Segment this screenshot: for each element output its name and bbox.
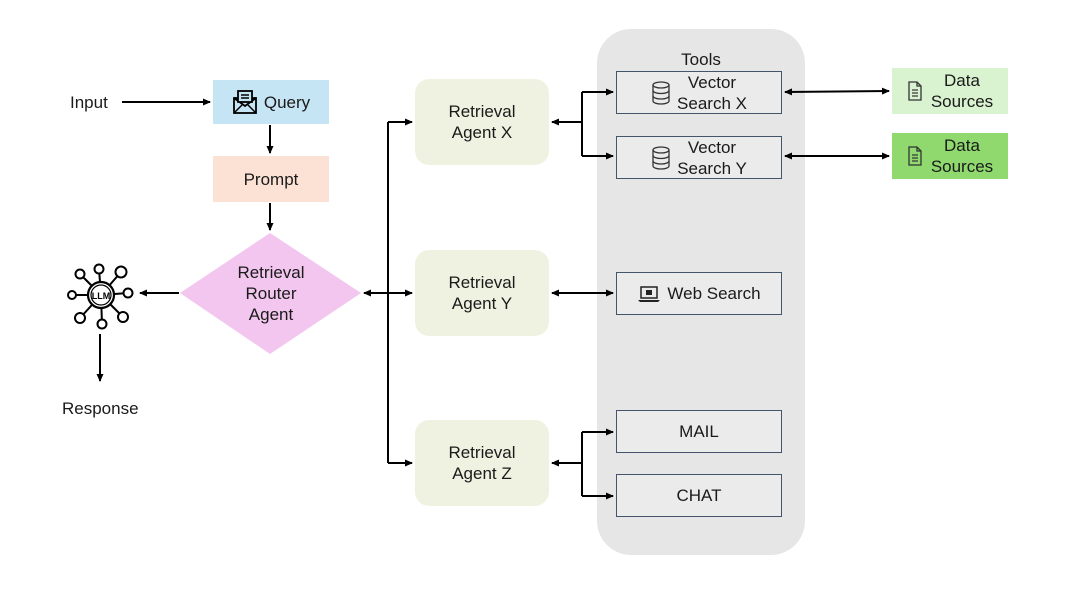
tool-label-line: Vector	[687, 72, 737, 92]
tool-chat: CHAT	[616, 474, 782, 517]
agent-label-line: Agent Y	[451, 294, 513, 313]
chat-label: CHAT	[676, 486, 722, 505]
llm-label: LLM	[92, 291, 111, 301]
tool-label-line: Search Y	[677, 158, 747, 178]
agent-label-line: Agent Z	[452, 464, 512, 483]
laptop-icon	[637, 285, 661, 303]
edge-vector-x-data	[784, 87, 890, 96]
mail-icon	[232, 89, 258, 115]
query-label: Query	[263, 92, 311, 112]
query-node: Query	[213, 80, 329, 124]
data-sources-line: Sources	[930, 92, 994, 111]
retrieval-agent-z: Retrieval Agent Z	[415, 420, 549, 506]
agent-label-line: Agent X	[451, 123, 513, 142]
prompt-label: Prompt	[243, 169, 299, 189]
data-sources-line: Data	[944, 71, 980, 90]
mail-label: MAIL	[679, 422, 719, 441]
data-sources-x: Data Sources	[892, 68, 1008, 114]
tool-mail: MAIL	[616, 410, 782, 453]
input-label: Input	[70, 93, 108, 112]
agent-label-line: Retrieval	[448, 443, 516, 462]
retrieval-agent-x: Retrieval Agent X	[415, 79, 549, 165]
data-sources-y: Data Sources	[892, 133, 1008, 179]
tool-vector-search-y: Vector Search Y	[616, 136, 782, 179]
router-label-line: Retrieval	[237, 263, 305, 282]
database-icon	[651, 145, 671, 170]
data-sources-line: Sources	[930, 157, 994, 176]
document-icon	[907, 81, 923, 101]
tool-vector-search-x: Vector Search X	[616, 71, 782, 114]
retrieval-agent-y: Retrieval Agent Y	[415, 250, 549, 336]
document-icon	[907, 146, 923, 166]
llm-network-icon: LLM	[66, 262, 136, 332]
response-label: Response	[62, 399, 139, 418]
prompt-node: Prompt	[213, 156, 329, 202]
tool-label-line: Search X	[677, 93, 747, 113]
router-label-line: Agent	[248, 305, 294, 324]
agent-label-line: Retrieval	[448, 102, 516, 121]
tool-web-search: Web Search	[616, 272, 782, 315]
tool-label-line: Vector	[687, 137, 737, 157]
tools-title: Tools	[681, 50, 721, 69]
database-icon	[651, 80, 671, 105]
router-label: Retrieval Router Agent	[211, 262, 331, 325]
web-search-label: Web Search	[667, 284, 761, 303]
router-diamond	[180, 233, 361, 354]
agent-label-line: Retrieval	[448, 273, 516, 292]
router-label-line: Router	[245, 284, 297, 303]
data-sources-line: Data	[944, 136, 980, 155]
